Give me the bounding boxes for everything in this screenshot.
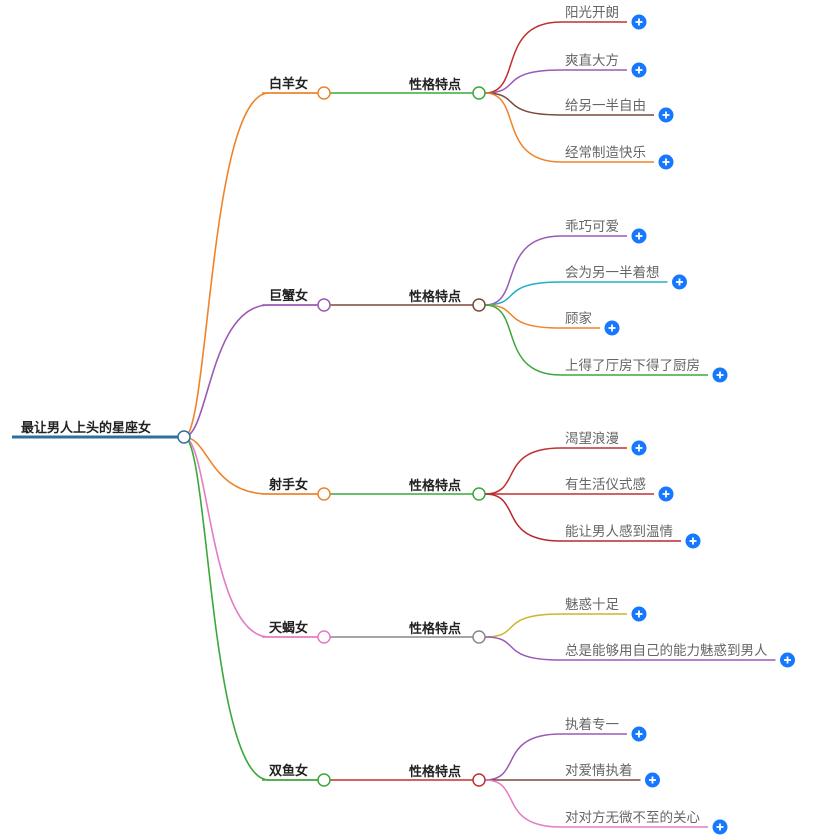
leaf-topic-label[interactable]: 总是能够用自己的能力魅惑到男人 (565, 643, 768, 659)
connector-layer (183, 21, 776, 828)
expand-plus-icon[interactable] (631, 62, 647, 78)
connector-root-to-branch (183, 92, 318, 438)
expand-plus-icon[interactable] (658, 154, 674, 170)
branch-topic-label[interactable]: 白羊女 (269, 76, 308, 92)
subtopic-label[interactable]: 性格特点 (409, 77, 461, 93)
connector-subtopic-to-leaf (484, 733, 627, 781)
branch-node-handle[interactable] (317, 487, 331, 501)
leaf-topic-label[interactable]: 渴望浪漫 (565, 431, 619, 447)
branch-topic-label[interactable]: 天蝎女 (269, 620, 308, 636)
expand-plus-icon[interactable] (631, 228, 647, 244)
branch-node-handle[interactable] (317, 86, 331, 100)
expand-plus-icon[interactable] (631, 726, 647, 742)
branch-topic-label[interactable]: 射手女 (268, 477, 308, 493)
expand-plus-icon[interactable] (631, 14, 647, 30)
leaf-topic-label[interactable]: 魅惑十足 (565, 597, 619, 613)
connector-subtopic-to-leaf (484, 21, 627, 94)
leaf-topic-label[interactable]: 阳光开朗 (565, 5, 619, 21)
branch-topic-label[interactable]: 双鱼女 (269, 763, 308, 779)
expand-plus-icon[interactable] (631, 606, 647, 622)
expand-plus-icon[interactable] (645, 772, 660, 788)
root-topic-label[interactable]: 最让男人上头的星座女 (21, 420, 151, 436)
subtopic-node-handle[interactable] (472, 298, 486, 312)
connector-subtopic-to-leaf (484, 493, 681, 542)
subtopic-label[interactable]: 性格特点 (409, 621, 461, 637)
connector-subtopic-to-leaf (484, 304, 600, 329)
subtopic-label[interactable]: 性格特点 (409, 764, 461, 780)
leaf-topic-label[interactable]: 对爱情执着 (565, 762, 633, 779)
root-node-handle[interactable] (177, 430, 191, 444)
expand-plus-icon[interactable] (672, 274, 687, 290)
leaf-topic-label[interactable]: 对对方无微不至的关心 (565, 810, 700, 826)
expand-plus-icon[interactable] (780, 652, 795, 668)
subtopic-node-handle[interactable] (472, 630, 486, 644)
leaf-topic-label[interactable]: 能让男人感到温情 (565, 523, 673, 540)
subtopic-node-handle[interactable] (472, 86, 486, 100)
branch-node-handle[interactable] (317, 773, 331, 787)
connector-root-to-branch (183, 436, 318, 638)
leaf-topic-label[interactable]: 执着专一 (565, 716, 619, 733)
leaf-topic-label[interactable]: 上得了厅房下得了厨房 (565, 357, 700, 374)
subtopic-label[interactable]: 性格特点 (409, 478, 461, 494)
connector-subtopic-to-leaf (484, 304, 708, 376)
expand-plus-icon[interactable] (631, 440, 647, 456)
connector-subtopic-to-leaf (484, 235, 627, 306)
leaf-topic-label[interactable]: 有生活仪式感 (565, 476, 646, 493)
subtopic-node-handle[interactable] (472, 773, 486, 787)
leaf-topic-label[interactable]: 给另一半自由 (565, 98, 646, 114)
connector-subtopic-to-leaf (484, 281, 668, 306)
connector-subtopic-to-leaf (484, 447, 627, 495)
expand-plus-icon[interactable] (604, 320, 620, 336)
connector-subtopic-to-leaf (484, 636, 776, 661)
leaf-topic-label[interactable]: 经常制造快乐 (565, 145, 646, 161)
connector-subtopic-to-leaf (484, 779, 708, 828)
expand-plus-icon[interactable] (658, 486, 674, 502)
subtopic-node-handle[interactable] (472, 487, 486, 501)
connector-subtopic-to-leaf (484, 613, 627, 638)
leaf-topic-label[interactable]: 爽直大方 (565, 53, 619, 69)
branch-node-handle[interactable] (317, 630, 331, 644)
expand-plus-icon[interactable] (658, 107, 674, 123)
connector-root-to-branch (183, 436, 318, 781)
leaf-topic-label[interactable]: 顾家 (565, 310, 593, 327)
connector-root-to-branch (183, 304, 318, 438)
subtopic-label[interactable]: 性格特点 (409, 289, 461, 305)
expand-plus-icon[interactable] (712, 367, 728, 383)
leaf-topic-label[interactable]: 乖巧可爱 (565, 219, 619, 235)
connector-subtopic-to-leaf (484, 69, 627, 94)
connector-subtopic-to-leaf (484, 92, 654, 163)
branch-node-handle[interactable] (317, 298, 331, 312)
expand-plus-icon[interactable] (685, 533, 701, 549)
branch-topic-label[interactable]: 巨蟹女 (269, 288, 308, 304)
expand-plus-icon[interactable] (712, 819, 728, 835)
leaf-topic-label[interactable]: 会为另一半着想 (565, 264, 660, 281)
connector-subtopic-to-leaf (484, 92, 654, 116)
node-layer: 白羊女性格特点阳光开朗爽直大方给另一半自由经常制造快乐巨蟹女性格特点乖巧可爱会为… (12, 5, 795, 835)
